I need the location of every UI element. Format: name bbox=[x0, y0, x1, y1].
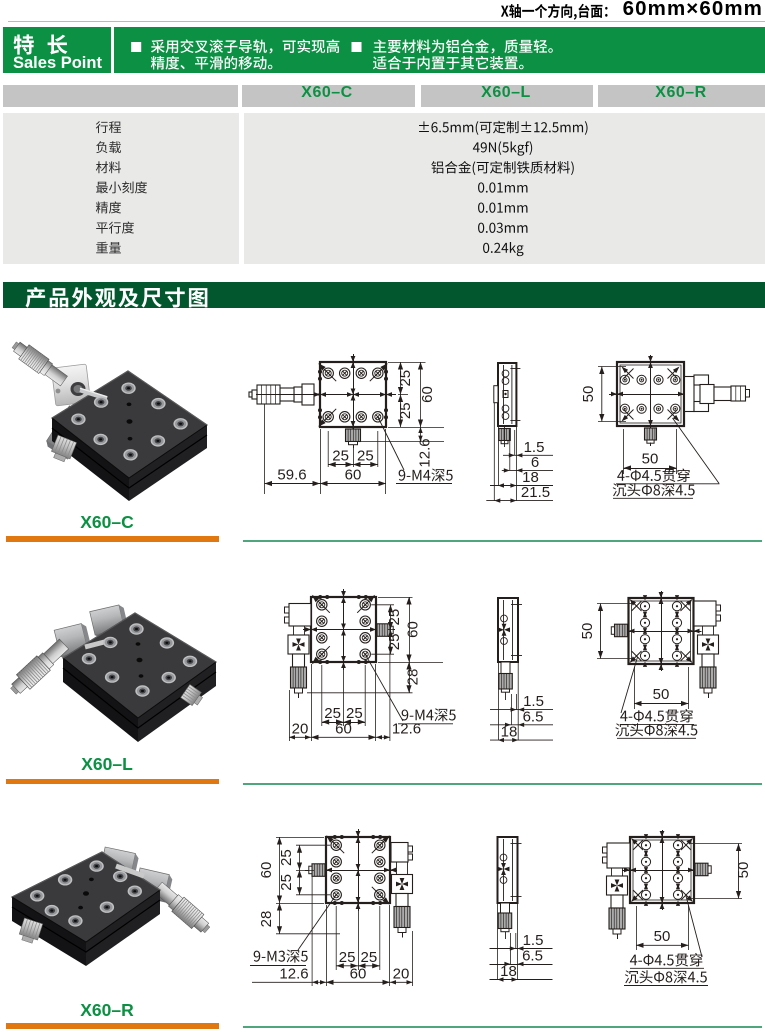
svg-text:60: 60 bbox=[405, 621, 422, 638]
svg-text:20: 20 bbox=[393, 965, 410, 982]
svg-text:59.6: 59.6 bbox=[277, 467, 306, 484]
svg-text:60: 60 bbox=[419, 386, 436, 403]
svg-text:25: 25 bbox=[397, 402, 414, 419]
svg-text:20: 20 bbox=[292, 720, 309, 737]
svg-text:50: 50 bbox=[642, 451, 659, 468]
svg-text:25: 25 bbox=[332, 448, 349, 465]
svg-text:50: 50 bbox=[579, 623, 596, 640]
svg-text:21.5: 21.5 bbox=[521, 484, 550, 501]
svg-text:50: 50 bbox=[654, 928, 671, 945]
svg-text:60: 60 bbox=[350, 965, 367, 982]
svg-text:6.5: 6.5 bbox=[523, 708, 544, 725]
svg-text:25: 25 bbox=[324, 705, 341, 722]
svg-text:6.5: 6.5 bbox=[522, 948, 543, 965]
svg-text:25: 25 bbox=[278, 849, 295, 866]
svg-text:50: 50 bbox=[735, 862, 752, 879]
svg-text:6: 6 bbox=[531, 454, 539, 471]
svg-text:12.6: 12.6 bbox=[279, 965, 308, 982]
svg-text:25: 25 bbox=[278, 874, 295, 891]
svg-text:18: 18 bbox=[501, 724, 518, 741]
svg-text:60: 60 bbox=[345, 467, 362, 484]
svg-text:25: 25 bbox=[397, 370, 414, 387]
svg-text:25: 25 bbox=[386, 634, 403, 651]
svg-text:25: 25 bbox=[339, 949, 356, 966]
svg-text:25: 25 bbox=[361, 949, 378, 966]
svg-text:12.6: 12.6 bbox=[417, 438, 434, 467]
svg-text:28: 28 bbox=[405, 669, 422, 686]
svg-text:1.5: 1.5 bbox=[524, 439, 545, 456]
svg-text:50: 50 bbox=[653, 686, 670, 703]
svg-text:60: 60 bbox=[258, 862, 275, 879]
svg-text:25: 25 bbox=[346, 705, 363, 722]
svg-text:18: 18 bbox=[522, 469, 539, 486]
svg-text:1.5: 1.5 bbox=[523, 932, 544, 949]
svg-text:60: 60 bbox=[335, 720, 352, 737]
svg-text:25: 25 bbox=[357, 448, 374, 465]
svg-text:1.5: 1.5 bbox=[523, 693, 544, 710]
svg-text:25: 25 bbox=[386, 609, 403, 626]
svg-text:50: 50 bbox=[580, 386, 597, 403]
svg-text:28: 28 bbox=[258, 911, 275, 928]
svg-text:18: 18 bbox=[500, 963, 517, 980]
svg-text:12.6: 12.6 bbox=[392, 720, 421, 737]
